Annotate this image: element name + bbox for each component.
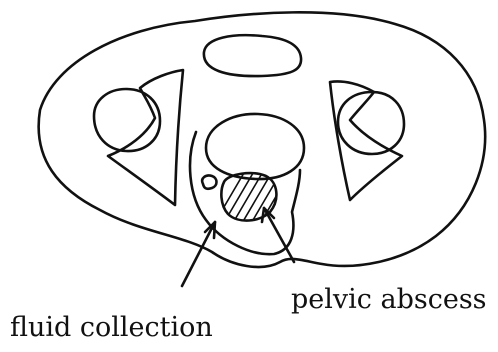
- right-pelvic-wing: [330, 81, 402, 200]
- fluid-collection-arrow: [182, 222, 215, 286]
- right-femoral-head: [338, 92, 404, 154]
- fluid-collection-label: fluid collection: [10, 314, 213, 341]
- pelvic-abscess-region: [214, 166, 296, 236]
- small-loop: [202, 175, 216, 188]
- central-oval: [206, 114, 304, 179]
- left-femoral-head: [94, 89, 160, 151]
- pelvic-abscess-label: pelvic abscess: [291, 286, 487, 313]
- body-outline: [39, 12, 486, 267]
- anterior-oval: [204, 35, 301, 76]
- abscess-hatching: [214, 166, 296, 236]
